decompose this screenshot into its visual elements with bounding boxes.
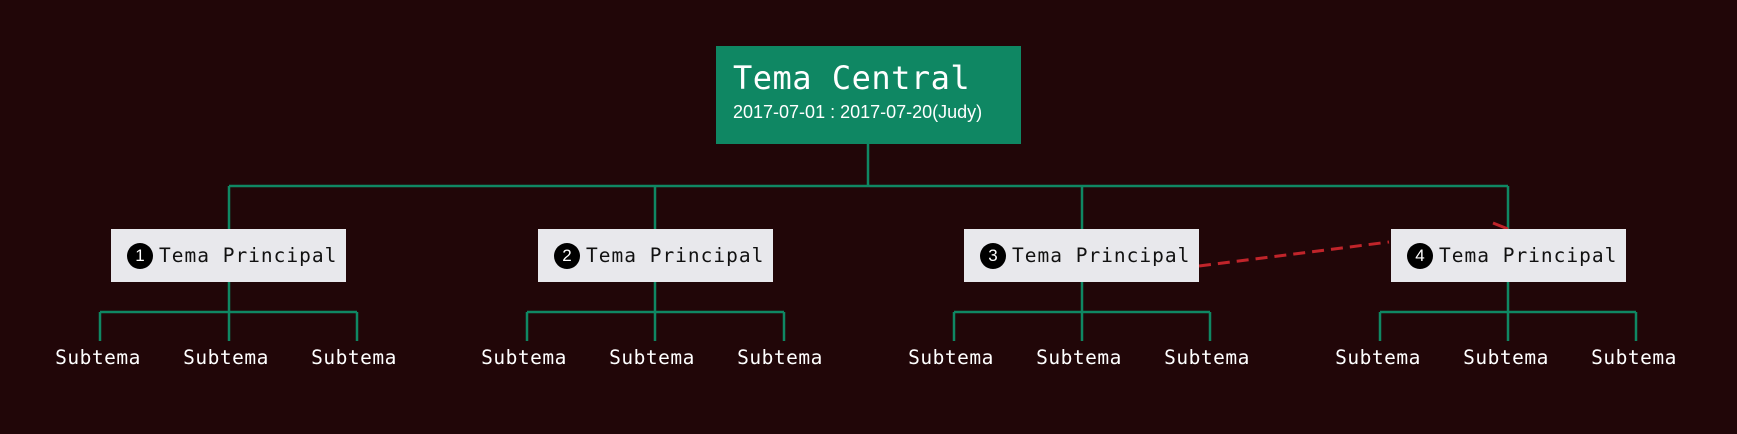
subtopic-2-1[interactable]: Subtema [481,346,567,369]
subtopic-3-2[interactable]: Subtema [1036,346,1122,369]
subtopic-4-1[interactable]: Subtema [1335,346,1421,369]
number-badge: 1 [127,242,153,269]
subtopic-1-1[interactable]: Subtema [55,346,141,369]
main-topic-3[interactable]: 3 Tema Principal [964,229,1199,282]
subtopic-4-3[interactable]: Subtema [1591,346,1677,369]
number-badge: 4 [1407,242,1433,269]
main-topic-label: Tema Principal [159,244,338,267]
subtopic-1-2[interactable]: Subtema [183,346,269,369]
central-topic[interactable]: Tema Central 2017-07-01 : 2017-07-20(Jud… [716,46,1021,144]
main-topic-label: Tema Principal [1012,244,1191,267]
main-topic-label: Tema Principal [1439,244,1618,267]
number-badge: 3 [980,242,1006,269]
central-topic-subtitle: 2017-07-01 : 2017-07-20(Judy) [733,102,983,122]
subtopic-2-2[interactable]: Subtema [609,346,695,369]
relationship-arrow [1492,221,1509,231]
number-badge: 2 [554,242,580,269]
central-topic-title: Tema Central [733,59,971,97]
subtopic-3-3[interactable]: Subtema [1164,346,1250,369]
relationship-line[interactable] [1198,240,1390,268]
subtopic-2-3[interactable]: Subtema [737,346,823,369]
main-topic-label: Tema Principal [586,244,765,267]
main-topic-4[interactable]: 4 Tema Principal [1391,229,1626,282]
main-topic-1[interactable]: 1 Tema Principal [111,229,346,282]
main-topic-2[interactable]: 2 Tema Principal [538,229,773,282]
subtopic-1-3[interactable]: Subtema [311,346,397,369]
subtopic-4-2[interactable]: Subtema [1463,346,1549,369]
subtopic-3-1[interactable]: Subtema [908,346,994,369]
